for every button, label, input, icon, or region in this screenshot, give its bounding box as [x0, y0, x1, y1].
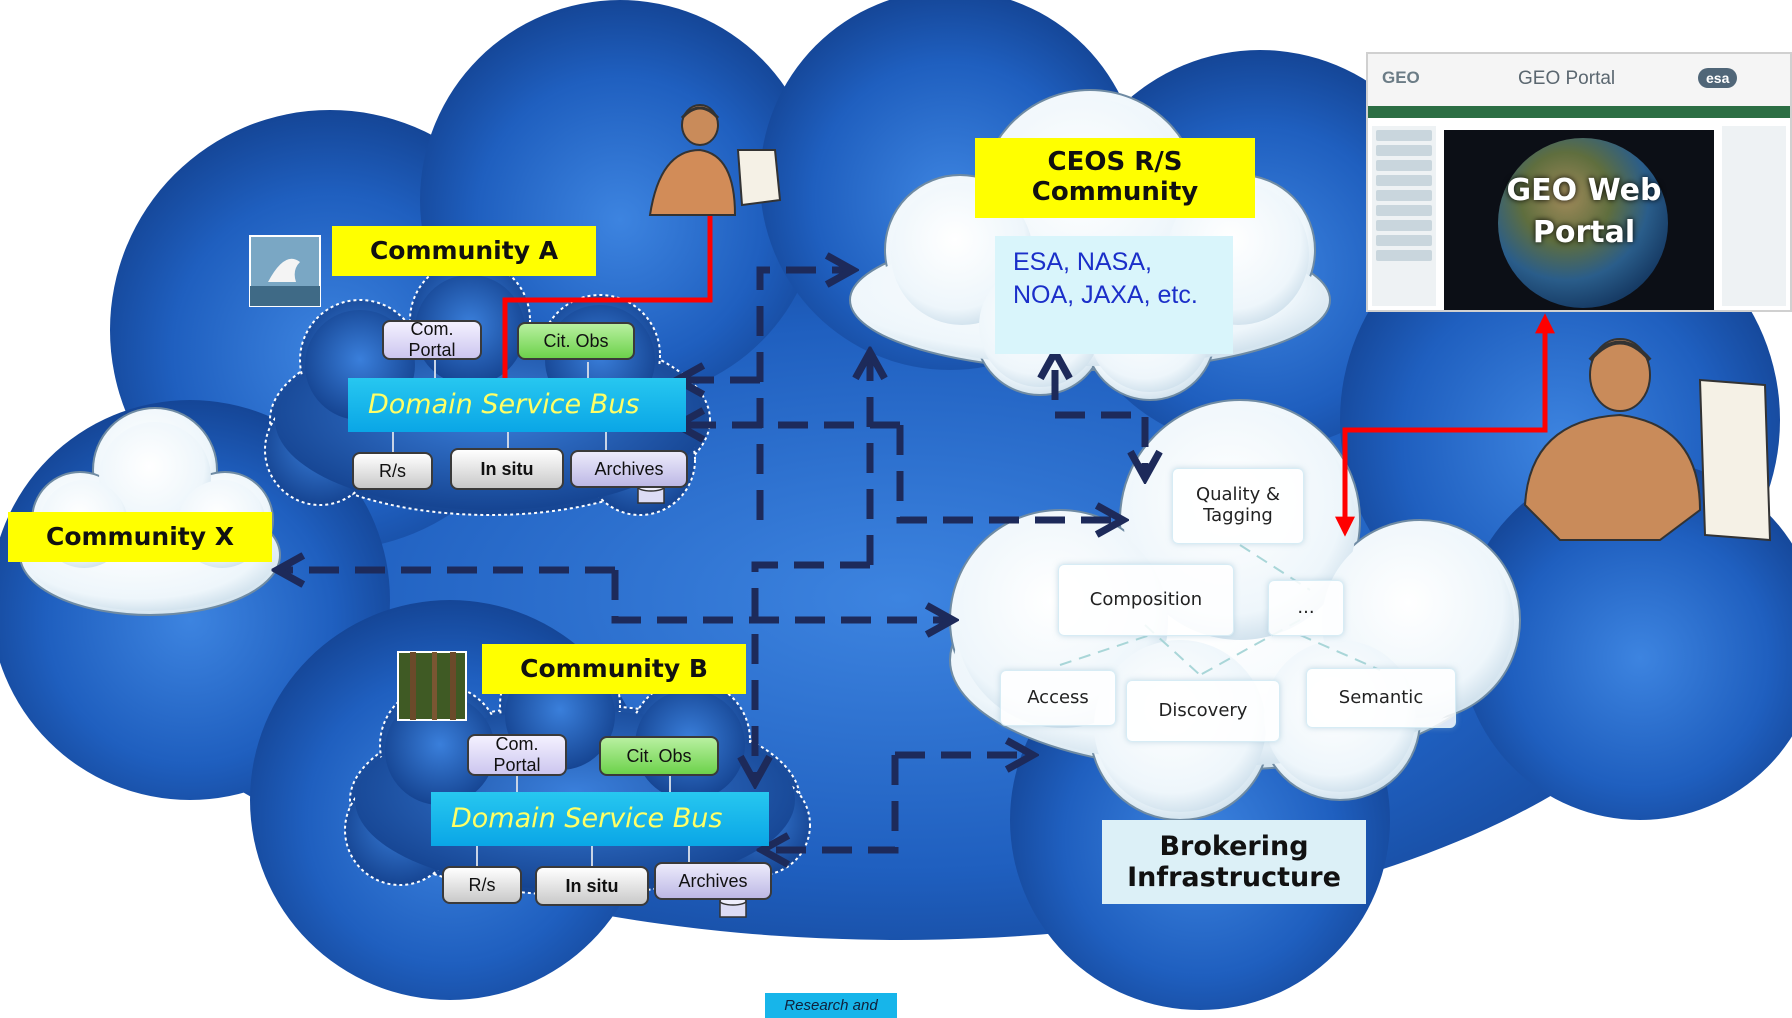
user-at-computer-icon [1523, 338, 1772, 542]
community-x-title: Community X [8, 512, 272, 562]
community-a-connectors [392, 360, 607, 455]
broker-discovery: Discovery [1126, 680, 1280, 742]
broker-semantic: Semantic [1306, 668, 1456, 728]
geo-logo: GEO [1382, 68, 1420, 87]
community-b-portal-box: Com. Portal [467, 734, 567, 776]
ceos-title: CEOS R/S Community [975, 138, 1255, 218]
community-b-archives-box: Archives [654, 862, 772, 900]
globe-icon [1498, 138, 1668, 308]
user-access-arrows [495, 188, 1555, 537]
community-a-cit-obs-box: Cit. Obs [517, 322, 635, 360]
community-a-insitu-box: In situ [450, 448, 564, 490]
geo-portal-screenshot: GEO GEO Portal esa GEO Web Portal [1366, 52, 1792, 312]
broker-composition: Composition [1058, 564, 1234, 636]
community-b-connectors [476, 775, 690, 868]
community-a-rs-box: R/s [352, 452, 433, 490]
user-at-computer-icon [648, 104, 782, 216]
esa-logo: esa [1698, 68, 1738, 88]
community-a-archives-box: Archives [570, 450, 688, 488]
portal-navbar [1368, 106, 1790, 118]
portal-sidebar [1372, 126, 1436, 306]
globe-caption: GEO Web Portal [1506, 173, 1662, 250]
portal-map: GEO Web Portal [1444, 130, 1714, 310]
portal-title: GEO Portal [1518, 68, 1616, 89]
ceos-agencies: ESA, NASA, NOA, JAXA, etc. [995, 236, 1233, 354]
forest-photo [397, 651, 467, 721]
broker-title: Brokering Infrastructure [1102, 820, 1366, 904]
broker-ellipsis: ... [1268, 580, 1344, 636]
community-b-cit-obs-box: Cit. Obs [599, 736, 719, 776]
community-b-title: Community B [482, 644, 746, 694]
seabird-photo [249, 235, 321, 307]
community-a-title: Community A [332, 226, 596, 276]
community-b-service-bus: Domain Service Bus [431, 792, 769, 846]
portal-right-panel [1722, 126, 1786, 306]
community-a-portal-box: Com. Portal [382, 319, 482, 360]
community-b-rs-box: R/s [442, 866, 522, 904]
community-b-insitu-box: In situ [535, 866, 649, 906]
broker-quality-tagging: Quality & Tagging [1172, 468, 1304, 544]
community-a-service-bus: Domain Service Bus [348, 378, 686, 432]
database-icon [719, 896, 747, 918]
broker-access: Access [1000, 670, 1116, 726]
research-caption: Research and [765, 993, 897, 1018]
